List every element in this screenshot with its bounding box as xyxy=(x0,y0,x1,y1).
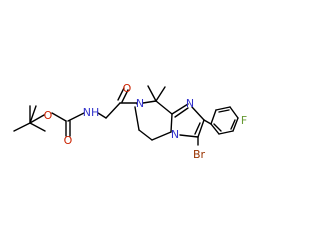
imidazole-ring xyxy=(171,103,205,146)
nh-label: NH xyxy=(83,106,100,119)
fluorophenyl-ring xyxy=(203,106,239,135)
atom-labels: NH O O O N N N Br F xyxy=(44,82,248,161)
molecule-diagram: NH O O O N N N Br F xyxy=(13,82,248,161)
bromine-label: Br xyxy=(193,148,206,161)
tert-butyl-group xyxy=(13,105,46,132)
oxygen-boc-carbonyl-label: O xyxy=(64,134,73,147)
nitrogen-bridge-label: N xyxy=(171,128,179,141)
fluorine-label: F xyxy=(241,114,247,127)
nitrogen-ring-label: N xyxy=(136,97,144,110)
oxygen-amide-label: O xyxy=(123,82,132,95)
nitrogen-imidazole-label: N xyxy=(186,97,194,110)
saturated-ring xyxy=(134,85,173,141)
oxygen-ester-label: O xyxy=(44,109,53,122)
carbamate-chain xyxy=(29,102,121,137)
amide-group xyxy=(117,87,138,105)
